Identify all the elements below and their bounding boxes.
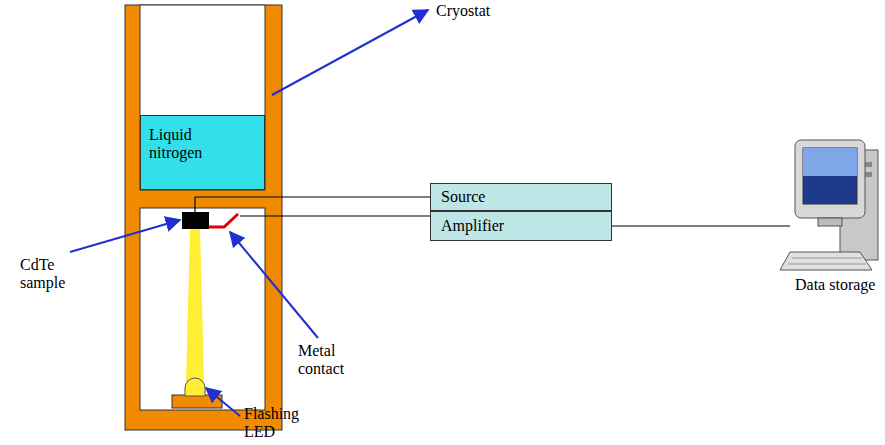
pointer-arrow (230, 232, 318, 338)
box-text: Amplifier (441, 217, 601, 235)
part-label: Cryostat (436, 2, 490, 20)
pointer-arrow (206, 388, 240, 416)
light-beam (186, 229, 204, 382)
led-symbol (185, 378, 205, 396)
cryostat-housing (125, 5, 282, 430)
wire (195, 196, 430, 197)
pointer-arrow (272, 10, 428, 95)
box-text: Source (441, 188, 601, 206)
box-text: Liquid nitrogen (149, 126, 229, 163)
part-label: Data storage (795, 276, 875, 294)
led-base (172, 395, 222, 408)
liquid-nitrogen-box: Liquid nitrogen (140, 115, 265, 190)
part-label: Flashing LED (244, 405, 306, 442)
wire (612, 225, 790, 226)
metal-contact (209, 214, 238, 227)
pointer-arrow (70, 220, 180, 252)
wire (194, 197, 195, 212)
source-box: Source (430, 183, 612, 211)
part-label: Metal contact (298, 342, 360, 379)
part-label: CdTe sample (20, 256, 82, 293)
nitrogen-chamber (140, 5, 265, 190)
wire (240, 215, 430, 216)
computer-icon (780, 140, 878, 270)
cdte-sample (182, 212, 209, 229)
amplifier-box: Amplifier (430, 211, 612, 241)
sample-chamber (140, 208, 265, 410)
